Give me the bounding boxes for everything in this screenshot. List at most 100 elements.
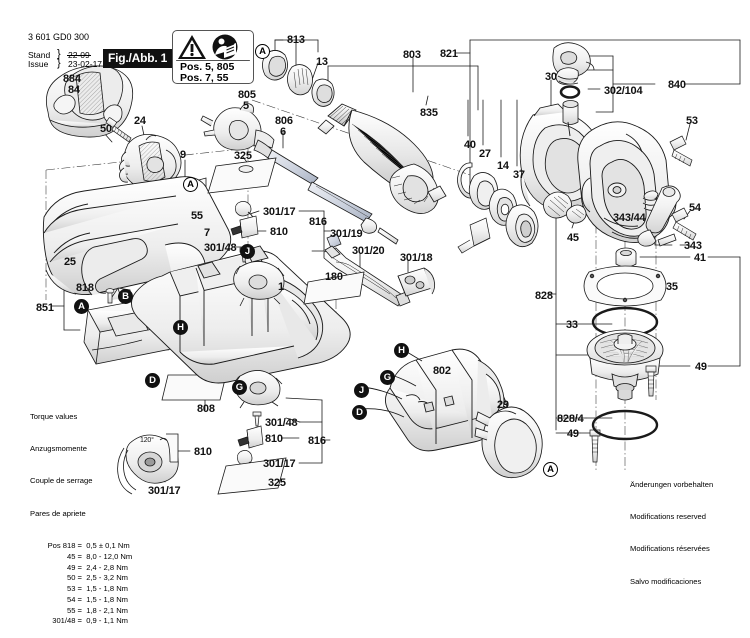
torque-row-pos: 54 = (67, 594, 82, 604)
date-old-text: 22-09 (67, 50, 91, 60)
brace-bracket-2: } (57, 57, 61, 69)
torque-title-de: Anzugsmomente (30, 443, 87, 453)
ref-circle-b: B (118, 289, 133, 304)
torque-row: 50 = 2,5 - 3,2 Nm (30, 573, 132, 584)
callout-301-18: 301/18 (400, 252, 433, 264)
part-number: 3 601 GD0 300 (28, 32, 90, 42)
torque-row: 54 = 1,5 - 1,8 Nm (30, 595, 132, 606)
torque-row-pos: 301/48 = (52, 616, 82, 626)
callout-50: 50 (100, 123, 112, 135)
ref-circle-a: A (543, 462, 558, 477)
ref-circle-a: A (183, 177, 198, 192)
callout-806: 806 (275, 115, 293, 127)
angle-annotation: 120° (140, 437, 154, 444)
callout-9: 9 (180, 149, 186, 161)
callout-343-44: 343/44 (613, 212, 646, 224)
torque-title-es: Pares de apriete (30, 508, 86, 518)
callout-49: 49 (695, 361, 707, 373)
torque-row-pos: 45 = (67, 551, 82, 561)
date-new: 23-02-17 (68, 59, 103, 69)
callout-45: 45 (567, 232, 579, 244)
callout-84: 84 (68, 84, 80, 96)
callout-325: 325 (268, 477, 286, 489)
torque-row-value: 1,5 - 1,8 Nm (82, 594, 129, 604)
ref-circle-d: D (145, 373, 160, 388)
callout-180: 180 (325, 271, 343, 283)
callout-7: 7 (204, 227, 210, 239)
torque-row-pos: 50 = (67, 573, 82, 583)
torque-values-table: Torque values Anzugsmomente Couple de se… (30, 390, 132, 638)
figure-label: Fig./Abb. 1 (103, 49, 173, 68)
torque-row: 45 = 8,0 - 12,0 Nm (30, 552, 132, 563)
callout-810: 810 (265, 433, 283, 445)
callout-29: 29 (497, 399, 509, 411)
torque-row-value: 1,5 - 1,8 Nm (82, 584, 129, 594)
callout-25: 25 (64, 256, 76, 268)
notice-en: Modifications reserved (630, 511, 706, 521)
callout-805: 805 (238, 89, 256, 101)
torque-row-value: 0,9 - 1,1 Nm (82, 616, 129, 626)
callout-818: 818 (76, 282, 94, 294)
notice-es: Salvo modificaciones (630, 576, 702, 586)
callout-301-17: 301/17 (263, 458, 296, 470)
brace-bracket: } (57, 48, 61, 60)
torque-row: 301/48 = 0,9 - 1,1 Nm (30, 616, 132, 627)
callout-808: 808 (197, 403, 215, 415)
callout-816: 816 (309, 216, 327, 228)
callout-14: 14 (497, 160, 509, 172)
callout-13: 13 (316, 56, 328, 68)
torque-row-value: 8,0 - 12,0 Nm (82, 551, 133, 561)
callout-301-48: 301/48 (204, 242, 237, 254)
torque-row-value: 1,8 - 2,1 Nm (82, 605, 129, 615)
callout-301-20: 301/20 (352, 245, 385, 257)
torque-row: 55 = 1,8 - 2,1 Nm (30, 606, 132, 617)
callout-301-48: 301/48 (265, 417, 298, 429)
torque-row: 53 = 1,5 - 1,8 Nm (30, 584, 132, 595)
callout-884: 884 (63, 73, 81, 85)
callout-802: 802 (433, 365, 451, 377)
exploded-parts-diagram (42, 39, 741, 495)
read-manual-icon (212, 34, 238, 60)
callout-325: 325 (234, 150, 252, 162)
callout-33: 33 (566, 319, 578, 331)
ref-circle-h: H (173, 320, 188, 335)
ref-circle-g: G (232, 380, 247, 395)
callout-301-17: 301/17 (148, 485, 181, 497)
stand-label: Stand (28, 50, 51, 60)
callout-828: 828 (535, 290, 553, 302)
torque-title-en: Torque values (30, 411, 78, 421)
callout-816: 816 (308, 435, 326, 447)
callout-301-19: 301/19 (330, 228, 363, 240)
callout-343: 343 (684, 240, 702, 252)
callout-835: 835 (420, 107, 438, 119)
callout-813: 813 (287, 34, 305, 46)
date-old: 22-09 (67, 50, 91, 61)
notice-fr: Modifications réservées (630, 544, 710, 554)
callout-851: 851 (36, 302, 54, 314)
ref-circle-j: J (354, 383, 369, 398)
callout-821: 821 (440, 48, 458, 60)
ref-circle-d: D (352, 405, 367, 420)
callout-828-4: 828/4 (557, 413, 584, 425)
warning-triangle-icon (178, 35, 206, 59)
callout-810: 810 (194, 446, 212, 458)
torque-row-value: 2,5 - 3,2 Nm (82, 573, 129, 583)
callout-803: 803 (403, 49, 421, 61)
torque-title-fr: Couple de serrage (30, 476, 93, 486)
callout-6: 6 (280, 126, 286, 138)
notice-de: Änderungen vorbehalten (630, 479, 714, 489)
torque-row-value: 0,5 ± 0,1 Nm (82, 540, 130, 550)
modifications-notice: Änderungen vorbehalten Modifications res… (630, 458, 713, 598)
callout-35: 35 (666, 281, 678, 293)
warning-line-1: Pos. 5, 805 (180, 61, 235, 73)
callout-5: 5 (243, 100, 249, 112)
callout-53: 53 (686, 115, 698, 127)
callout-301-17: 301/17 (263, 206, 296, 218)
ref-circle-j: J (240, 244, 255, 259)
torque-row-value: 2,4 - 2,8 Nm (82, 562, 129, 572)
callout-1: 1 (278, 281, 284, 293)
callout-37: 37 (513, 169, 525, 181)
ref-circle-h: H (394, 343, 409, 358)
callout-810: 810 (270, 226, 288, 238)
